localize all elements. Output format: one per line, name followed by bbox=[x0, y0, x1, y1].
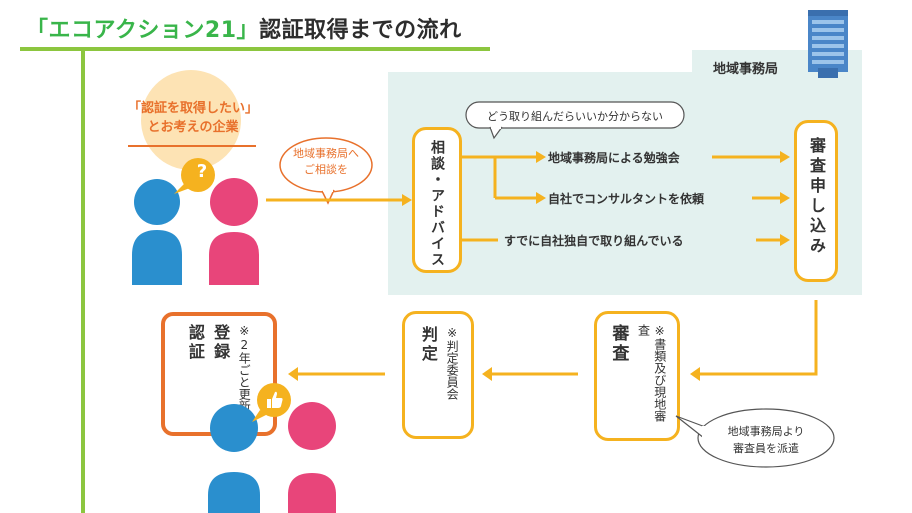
dispatch-bubble-line2: 審査員を派遣 bbox=[733, 441, 799, 455]
option-hire-consultant: 自社でコンサルタントを依頼 bbox=[548, 192, 705, 206]
application-box: 審査申し込み bbox=[794, 120, 838, 282]
person-pink-head bbox=[210, 178, 258, 226]
timeline-line bbox=[81, 51, 85, 513]
registration-label-line2: 登録 bbox=[211, 324, 231, 362]
contact-bubble-line2: ご相談を bbox=[304, 162, 348, 176]
option-independent-effort: すでに自社独自で取り組んでいる bbox=[504, 234, 684, 248]
person-blue-head-bottom bbox=[210, 404, 258, 452]
review-note: ※書類及び現地審査 bbox=[636, 324, 667, 422]
company-highlight-circle bbox=[141, 70, 241, 170]
title-quote-close: 」 bbox=[236, 18, 260, 43]
person-blue-body-bottom bbox=[208, 472, 260, 513]
judgment-label: 判定 bbox=[418, 326, 438, 364]
regional-office-label: 地域事務局 bbox=[713, 62, 779, 77]
registration-note: ※2年ごと更新 bbox=[237, 324, 252, 412]
application-label: 審査申し込み bbox=[807, 137, 826, 257]
company-label-line1: 「認証を取得したい」 bbox=[127, 101, 258, 116]
title-rest: 認証取得までの流れ bbox=[259, 18, 462, 43]
person-pink-body-bottom bbox=[288, 473, 336, 513]
person-pink-head-bottom bbox=[288, 402, 336, 450]
dispatch-bubble-shape bbox=[675, 408, 835, 468]
question-mark-icon: ? bbox=[196, 161, 208, 182]
company-label: 「認証を取得したい」 とお考えの企業 bbox=[118, 100, 268, 138]
arrow-application-to-review bbox=[700, 300, 818, 376]
question-bubble bbox=[181, 158, 215, 192]
contact-bubble-line1: 地域事務局へ bbox=[293, 147, 359, 160]
company-people-illustration bbox=[132, 158, 259, 285]
title-underline bbox=[20, 47, 490, 51]
review-label: 審査 bbox=[608, 324, 629, 364]
contact-bubble-text: 地域事務局へ ご相談を bbox=[282, 146, 370, 178]
person-pink-body bbox=[209, 232, 259, 285]
person-blue-body bbox=[132, 230, 182, 285]
unsure-bubble-text: どう取り組んだらいいか分からない bbox=[487, 110, 663, 123]
consultation-box: 相談・アドバイス bbox=[412, 127, 462, 273]
dispatch-bubble-line1: 地域事務局より bbox=[727, 425, 805, 438]
office-building-icon bbox=[808, 10, 848, 78]
judgment-box: 判定 ※判定委員会 bbox=[402, 311, 474, 439]
consultation-label: 相談・アドバイス bbox=[429, 140, 445, 268]
page-title: 「エコアクション21」認証取得までの流れ bbox=[26, 12, 462, 44]
judgment-note: ※判定委員会 bbox=[445, 326, 460, 400]
option-study-session: 地域事務局による勉強会 bbox=[548, 151, 680, 165]
title-quote-open: 「 bbox=[26, 18, 49, 43]
review-box: 審査 ※書類及び現地審査 bbox=[594, 311, 680, 441]
company-label-line2: とお考えの企業 bbox=[147, 119, 239, 135]
unsure-bubble-shape bbox=[465, 101, 685, 140]
company-label-underline bbox=[128, 145, 256, 147]
dispatch-bubble-text: 地域事務局より 審査員を派遣 bbox=[712, 424, 820, 457]
title-program-name: エコアクション21 bbox=[48, 18, 237, 43]
contact-bubble-shape bbox=[279, 137, 373, 205]
thumbs-up-icon bbox=[267, 391, 283, 408]
registration-label-line1: 認証 bbox=[185, 324, 205, 362]
person-blue-head bbox=[134, 179, 180, 225]
